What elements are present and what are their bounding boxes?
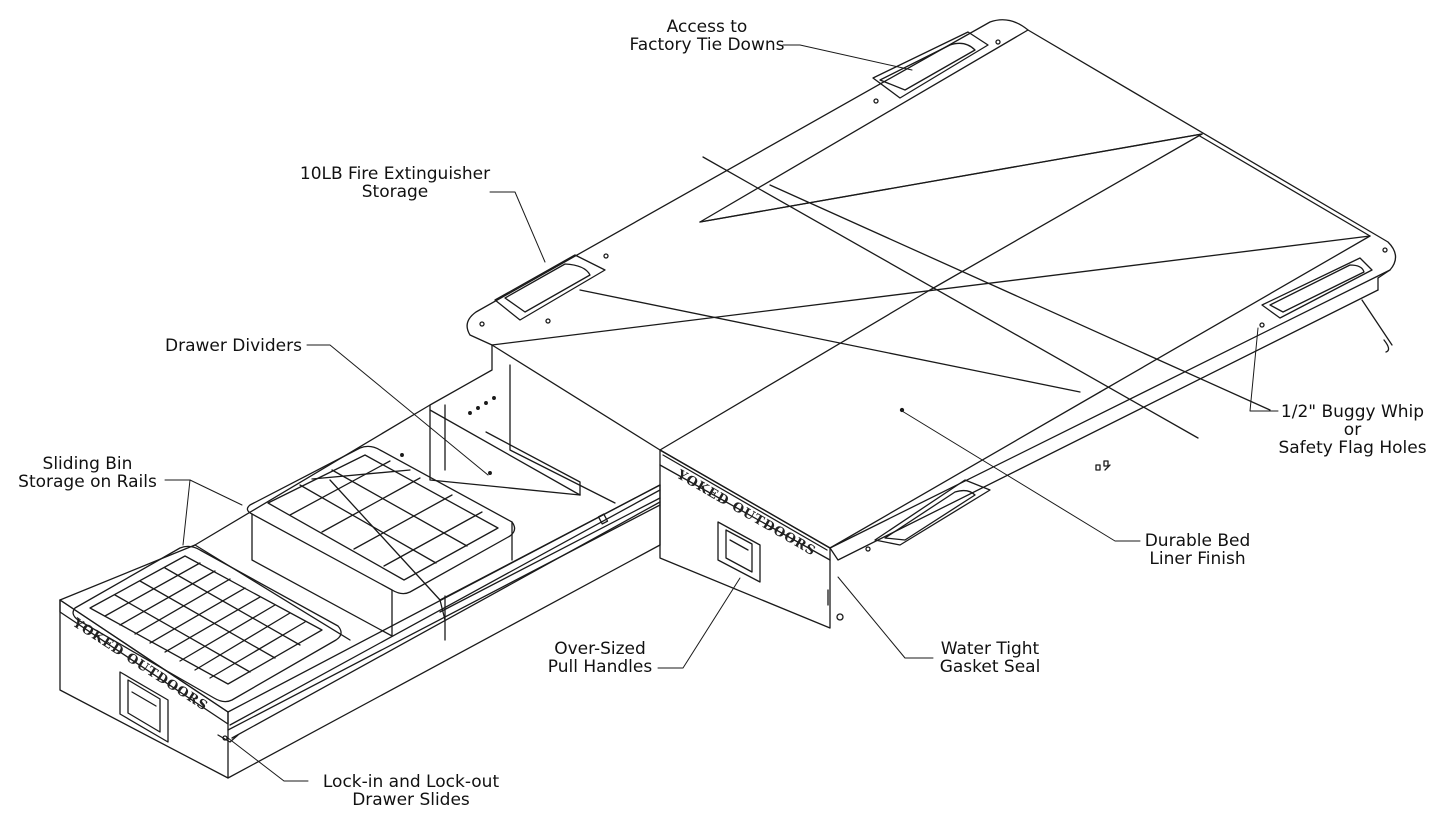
- callout-bed-liner-line2: Liner Finish: [1149, 549, 1246, 569]
- callout-tie-downs-line2: Factory Tie Downs: [629, 35, 785, 55]
- callout-slides: Lock-in and Lock-out Drawer Slides: [306, 773, 516, 809]
- callout-dividers: Drawer Dividers: [165, 337, 302, 355]
- callout-tie-downs: Access to Factory Tie Downs: [612, 18, 802, 54]
- callout-extinguisher: 10LB Fire Extinguisher Storage: [295, 165, 495, 201]
- callout-sliding-bin-line1: Sliding Bin: [42, 454, 133, 474]
- callout-handles: Over-Sized Pull Handles: [540, 640, 660, 676]
- callout-buggy-whip-line3: Safety Flag Holes: [1278, 438, 1427, 458]
- callout-sliding-bin-line2: Storage on Rails: [18, 472, 157, 492]
- sliding-bin-front: [72, 545, 342, 703]
- callout-slides-line2: Drawer Slides: [352, 790, 470, 810]
- callout-extinguisher-line2: Storage: [361, 182, 429, 202]
- callout-bed-liner-line1: Durable Bed: [1144, 531, 1251, 551]
- callout-gasket-line1: Water Tight: [940, 639, 1040, 659]
- callout-handles-line2: Pull Handles: [547, 657, 653, 677]
- brand-right-drawer: YOKED OUTDOORS: [673, 467, 818, 560]
- callout-handles-line1: Over-Sized: [554, 639, 646, 659]
- left-drawer: YOKED OUTDOORS: [59, 344, 661, 779]
- callout-gasket: Water Tight Gasket Seal: [930, 640, 1050, 676]
- sliding-bin-rear: [246, 445, 516, 637]
- leader-lines: [164, 44, 1279, 782]
- callout-bed-liner: Durable Bed Liner Finish: [1135, 532, 1260, 568]
- callout-buggy-whip-line2: or: [1343, 420, 1362, 440]
- callout-dividers-line1: Drawer Dividers: [165, 336, 302, 356]
- callout-tie-downs-line1: Access to: [666, 17, 748, 37]
- brand-left-drawer: YOKED OUTDOORS: [69, 615, 211, 714]
- callout-slides-line1: Lock-in and Lock-out: [322, 772, 500, 792]
- callout-buggy-whip-line1: 1/2" Buggy Whip: [1280, 402, 1425, 422]
- top-deck: [466, 19, 1397, 561]
- callout-gasket-line2: Gasket Seal: [939, 657, 1041, 677]
- callout-extinguisher-line1: 10LB Fire Extinguisher: [299, 164, 491, 184]
- callout-buggy-whip: 1/2" Buggy Whip or Safety Flag Holes: [1270, 403, 1435, 457]
- right-drawer-face: YOKED OUTDOORS: [659, 449, 844, 629]
- callout-sliding-bin: Sliding Bin Storage on Rails: [10, 455, 165, 491]
